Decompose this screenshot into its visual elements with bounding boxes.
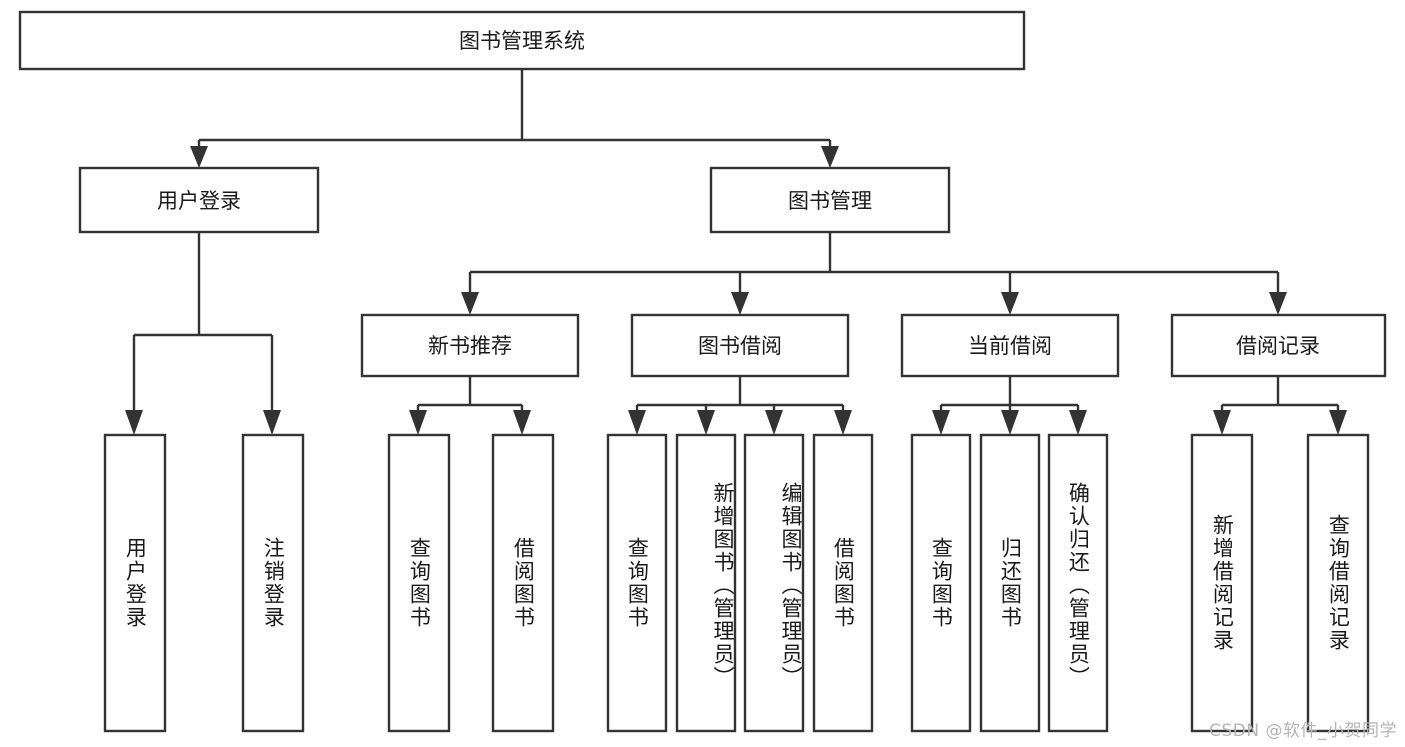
leaf-box-user-login-0[interactable] — [103, 433, 167, 733]
leaf-box-cb-1[interactable] — [979, 433, 1041, 733]
leaf-box-user-login-1[interactable] — [241, 433, 305, 733]
leaf-box-nbr-1[interactable] — [491, 433, 555, 733]
leaf-box-cb-0[interactable] — [910, 433, 972, 733]
arrow-to-new-book-recommend — [461, 292, 479, 315]
new-book-recommend-label: 新书推荐 — [428, 334, 512, 358]
arrow-leaf-bb-3 — [834, 410, 852, 435]
arrow-leaf-bb-0 — [628, 410, 646, 435]
node-current-borrow[interactable]: 当前借阅 — [900, 313, 1120, 378]
leaf-box-bb-0[interactable] — [606, 433, 668, 733]
node-root[interactable]: 图书管理系统 — [18, 10, 1026, 71]
arrow-leaf-user-login-0 — [125, 410, 143, 435]
node-new-book-recommend[interactable]: 新书推荐 — [360, 313, 580, 378]
arrow-leaf-br-0 — [1213, 410, 1231, 435]
leaf-box-br-1[interactable] — [1306, 433, 1370, 733]
root-label: 图书管理系统 — [459, 29, 585, 53]
book-manage-box[interactable] — [709, 166, 951, 234]
leaf-box-bb-1[interactable] — [675, 433, 737, 733]
arrow-to-book-borrow — [731, 292, 749, 315]
book-manage-label: 图书管理 — [788, 189, 872, 213]
new-book-recommend-box[interactable] — [360, 313, 580, 378]
root-box[interactable] — [18, 10, 1026, 71]
arrow-leaf-nbr-0 — [409, 410, 427, 435]
node-book-manage[interactable]: 图书管理 — [709, 166, 951, 234]
arrow-to-current-borrow — [1001, 292, 1019, 315]
current-borrow-box[interactable] — [900, 313, 1120, 378]
arrow-leaf-bb-1 — [697, 410, 715, 435]
leaf-box-nbr-0[interactable] — [387, 433, 451, 733]
leaf-box-bb-3[interactable] — [812, 433, 874, 733]
arrow-leaf-nbr-1 — [513, 410, 531, 435]
borrow-record-label: 借阅记录 — [1236, 334, 1320, 358]
arrow-leaf-cb-0 — [932, 410, 950, 435]
csdn-watermark: CSDN @软件_小贺同学 — [1209, 721, 1397, 741]
leaf-box-cb-2[interactable] — [1047, 433, 1109, 733]
book-borrow-label: 图书借阅 — [698, 334, 782, 358]
user-login-label: 用户登录 — [157, 189, 241, 213]
borrow-record-box[interactable] — [1170, 313, 1387, 378]
arrow-leaf-cb-1 — [1001, 410, 1019, 435]
arrow-leaf-user-login-1 — [263, 410, 281, 435]
node-user-login[interactable]: 用户登录 — [78, 166, 320, 234]
arrow-leaf-bb-2 — [765, 410, 783, 435]
leaf-box-br-0[interactable] — [1190, 433, 1254, 733]
arrow-leaf-cb-2 — [1069, 410, 1087, 435]
current-borrow-label: 当前借阅 — [968, 334, 1052, 358]
book-borrow-box[interactable] — [630, 313, 850, 378]
node-book-borrow[interactable]: 图书借阅 — [630, 313, 850, 378]
node-borrow-record[interactable]: 借阅记录 — [1170, 313, 1387, 378]
leaf-box-bb-2[interactable] — [743, 433, 805, 733]
arrow-to-borrow-record — [1269, 292, 1287, 315]
arrow-to-book-manage — [821, 146, 839, 168]
arrow-to-user-login — [190, 146, 208, 168]
arrow-leaf-br-1 — [1329, 410, 1347, 435]
